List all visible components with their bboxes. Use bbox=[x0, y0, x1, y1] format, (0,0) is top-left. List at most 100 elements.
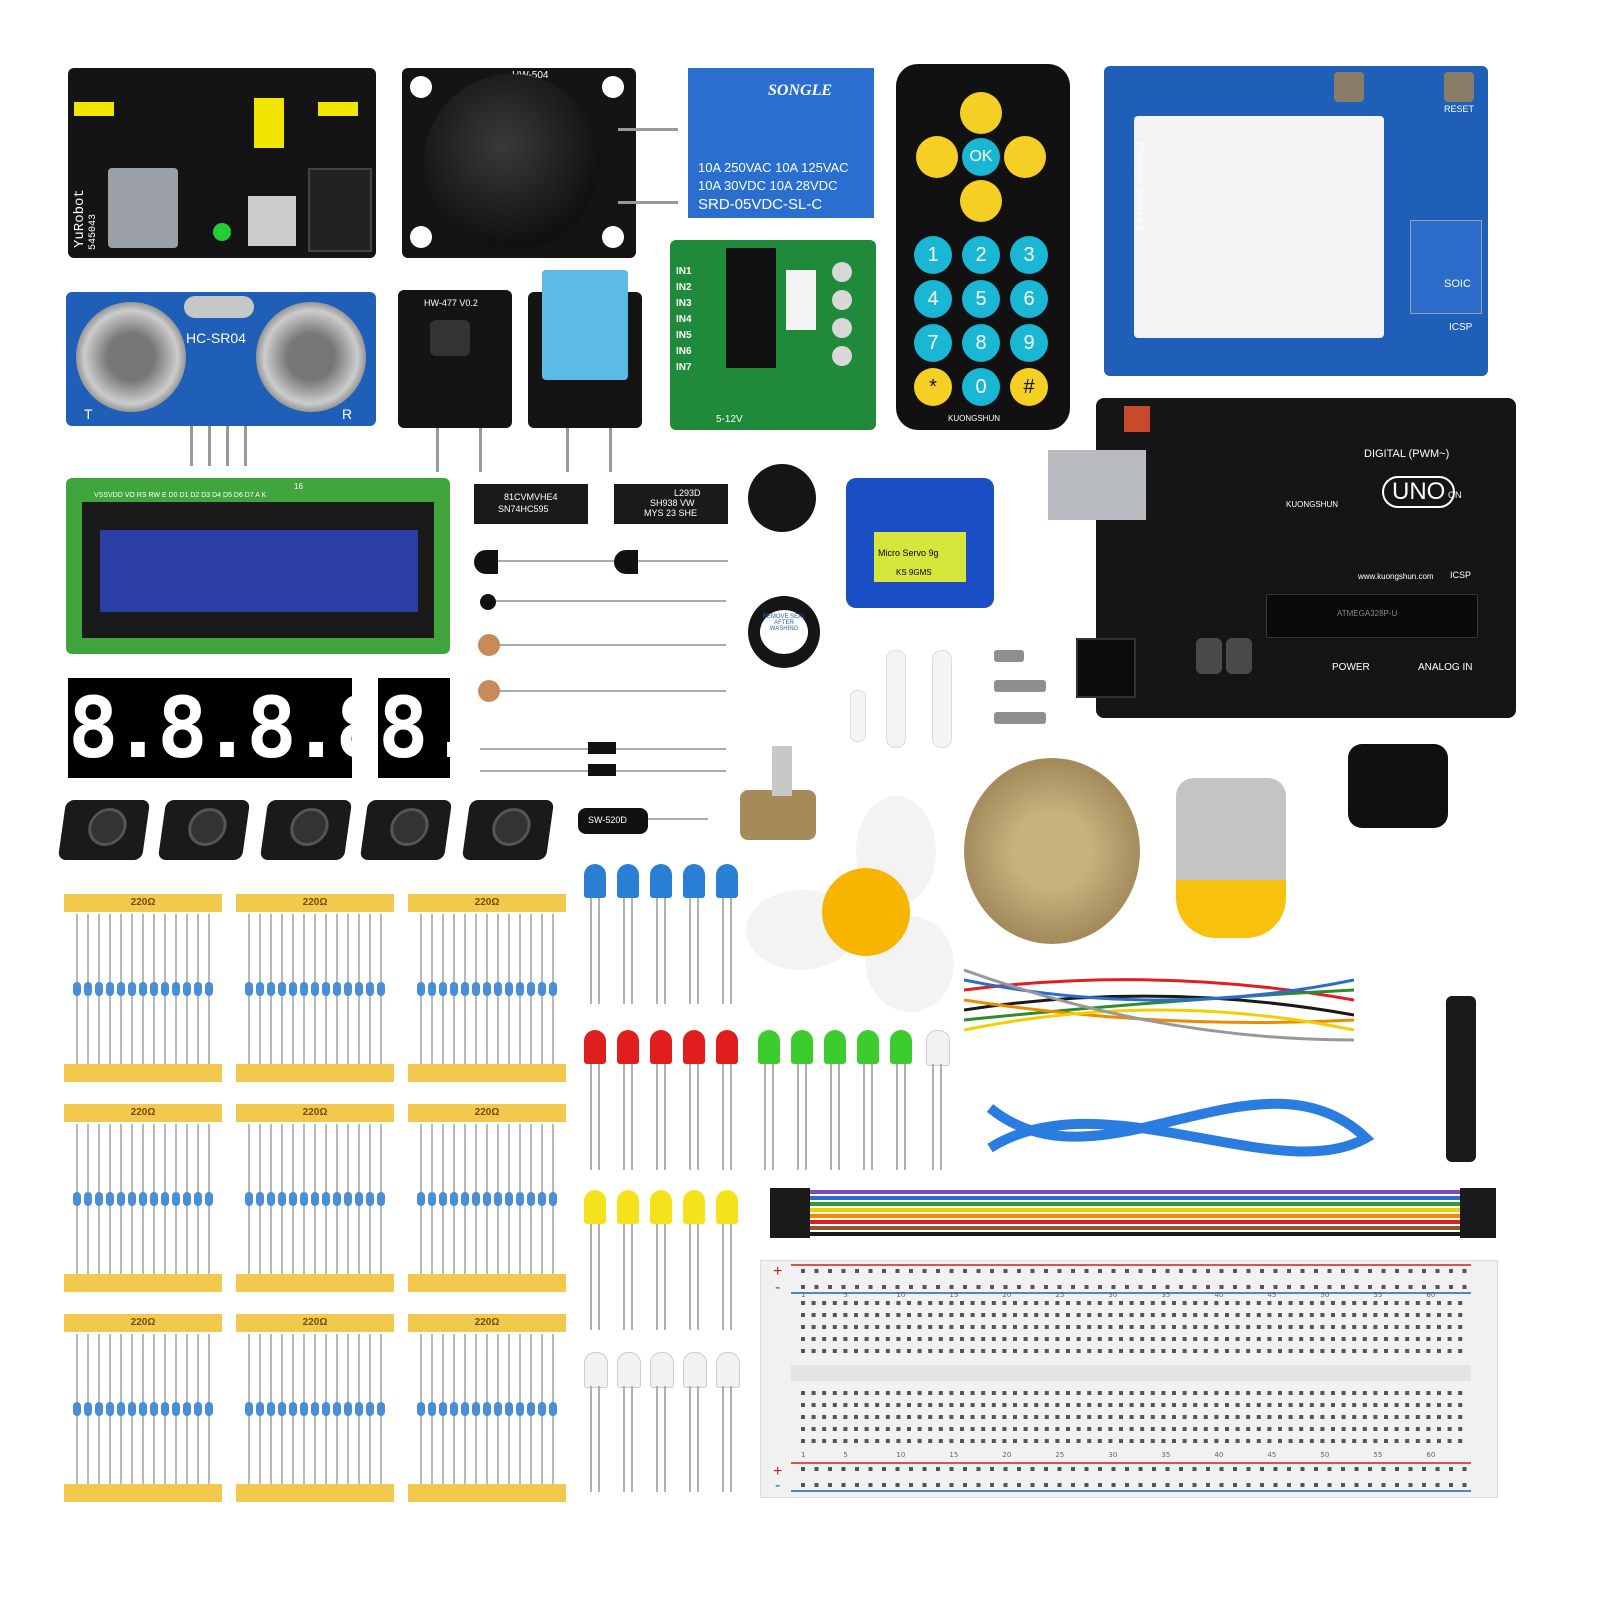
right-arrow-icon[interactable] bbox=[1004, 136, 1046, 178]
bb-hole bbox=[1395, 1483, 1399, 1487]
green-led bbox=[758, 1030, 780, 1064]
resistor bbox=[73, 982, 81, 996]
bb-hole bbox=[938, 1391, 943, 1395]
bb-col-number: 30 bbox=[1108, 1451, 1117, 1459]
lcd-pin-labels: VSSVDD VO RS RW E D0 D1 D2 D3 D4 D5 D6 D… bbox=[94, 492, 267, 499]
bb-hole bbox=[1341, 1403, 1346, 1407]
bb-hole bbox=[811, 1313, 816, 1317]
bb-hole bbox=[1300, 1467, 1305, 1471]
remote-key-0[interactable]: 0 bbox=[962, 368, 1000, 406]
bb-hole bbox=[854, 1439, 858, 1443]
bb-hole bbox=[896, 1325, 901, 1329]
remote-key-5[interactable]: 5 bbox=[962, 280, 1000, 318]
blue-led bbox=[617, 864, 639, 898]
bb-hole bbox=[875, 1313, 880, 1317]
remote-key-star[interactable]: * bbox=[914, 368, 952, 406]
remote-key-2[interactable]: 2 bbox=[962, 236, 1000, 274]
bb-hole bbox=[1299, 1349, 1304, 1353]
resistor bbox=[516, 982, 524, 996]
bb-center-channel bbox=[791, 1365, 1471, 1381]
bb-hole bbox=[1246, 1467, 1251, 1471]
bb-hole bbox=[1437, 1325, 1441, 1329]
remote-key-9[interactable]: 9 bbox=[1010, 324, 1048, 362]
down-arrow-icon[interactable] bbox=[960, 180, 1002, 222]
bb-hole bbox=[1422, 1269, 1426, 1273]
bb-hole bbox=[949, 1301, 954, 1305]
bb-hole bbox=[828, 1467, 832, 1471]
bb-hole bbox=[1447, 1301, 1452, 1305]
bb-hole bbox=[1165, 1483, 1170, 1487]
bb-hole bbox=[970, 1415, 975, 1419]
bb-hole bbox=[1138, 1483, 1143, 1487]
resistor bbox=[245, 1192, 253, 1206]
bb-col-number: 20 bbox=[1002, 1451, 1011, 1459]
bb-hole bbox=[843, 1439, 848, 1443]
bb-col-number: 35 bbox=[1161, 1451, 1170, 1459]
remote-key-4[interactable]: 4 bbox=[914, 280, 952, 318]
bb-hole bbox=[1203, 1415, 1208, 1419]
bb-hole bbox=[1140, 1415, 1145, 1419]
bb-hole bbox=[1309, 1349, 1314, 1353]
led-lead bbox=[863, 1064, 865, 1170]
ir-receiver-pins bbox=[436, 428, 482, 472]
bb-hole bbox=[1278, 1337, 1282, 1341]
bb-hole bbox=[1394, 1427, 1399, 1431]
bb-hole bbox=[1013, 1427, 1017, 1431]
remote-key-1[interactable]: 1 bbox=[914, 236, 952, 274]
bb-hole bbox=[811, 1415, 816, 1419]
bb-hole bbox=[854, 1325, 858, 1329]
resistor-tape bbox=[64, 1064, 222, 1082]
bb-hole bbox=[1273, 1285, 1278, 1289]
bb-hole bbox=[855, 1285, 859, 1289]
push-button bbox=[157, 800, 251, 860]
bb-hole bbox=[1314, 1483, 1318, 1487]
bb-hole bbox=[970, 1403, 975, 1407]
bb-hole bbox=[1368, 1467, 1372, 1471]
remote-key-8[interactable]: 8 bbox=[962, 324, 1000, 362]
bb-hole bbox=[875, 1301, 880, 1305]
remote-key-6[interactable]: 6 bbox=[1010, 280, 1048, 318]
bb-hole bbox=[875, 1337, 880, 1341]
power-module-code: 545043 bbox=[88, 213, 99, 250]
bb-hole bbox=[1140, 1427, 1145, 1431]
bb-col-number: 35 bbox=[1161, 1291, 1170, 1299]
remote-key-7[interactable]: 7 bbox=[914, 324, 952, 362]
resistor bbox=[344, 982, 352, 996]
led-lead bbox=[805, 1064, 807, 1170]
bb-hole bbox=[1161, 1403, 1166, 1407]
bb-hole bbox=[1235, 1391, 1240, 1395]
bb-hole bbox=[1076, 1439, 1081, 1443]
bb-hole bbox=[1161, 1337, 1166, 1341]
bb-hole bbox=[1225, 1415, 1229, 1419]
transducer-right bbox=[256, 302, 366, 412]
bb-hole bbox=[1108, 1349, 1113, 1353]
bb-hole bbox=[1111, 1483, 1116, 1487]
resistor bbox=[139, 982, 147, 996]
bb-hole bbox=[991, 1349, 996, 1353]
push-button bbox=[461, 800, 555, 860]
ultrasonic-sensor: HC-SR04 T R bbox=[66, 292, 376, 426]
resistor bbox=[150, 982, 158, 996]
ok-button[interactable]: OK bbox=[962, 138, 1000, 176]
bb-hole bbox=[991, 1313, 996, 1317]
bb-hole bbox=[1415, 1325, 1420, 1329]
ultrasonic-t: T bbox=[84, 406, 93, 422]
up-arrow-icon[interactable] bbox=[960, 92, 1002, 134]
resistor bbox=[516, 1402, 524, 1416]
resistor-strip: 220Ω bbox=[408, 894, 566, 1082]
bb-hole bbox=[917, 1325, 922, 1329]
remote-key-hash[interactable]: # bbox=[1010, 368, 1048, 406]
bb-hole bbox=[1422, 1483, 1426, 1487]
bb-hole bbox=[1373, 1403, 1378, 1407]
bb-hole bbox=[1437, 1439, 1441, 1443]
left-arrow-icon[interactable] bbox=[916, 136, 958, 178]
bb-hole bbox=[917, 1415, 922, 1419]
bb-hole bbox=[1044, 1403, 1049, 1407]
bb-hole bbox=[811, 1439, 816, 1443]
bb-hole bbox=[1354, 1285, 1359, 1289]
bb-hole bbox=[936, 1483, 940, 1487]
bb-hole bbox=[1119, 1415, 1123, 1419]
bb-hole bbox=[1071, 1285, 1075, 1289]
remote-key-3[interactable]: 3 bbox=[1010, 236, 1048, 274]
